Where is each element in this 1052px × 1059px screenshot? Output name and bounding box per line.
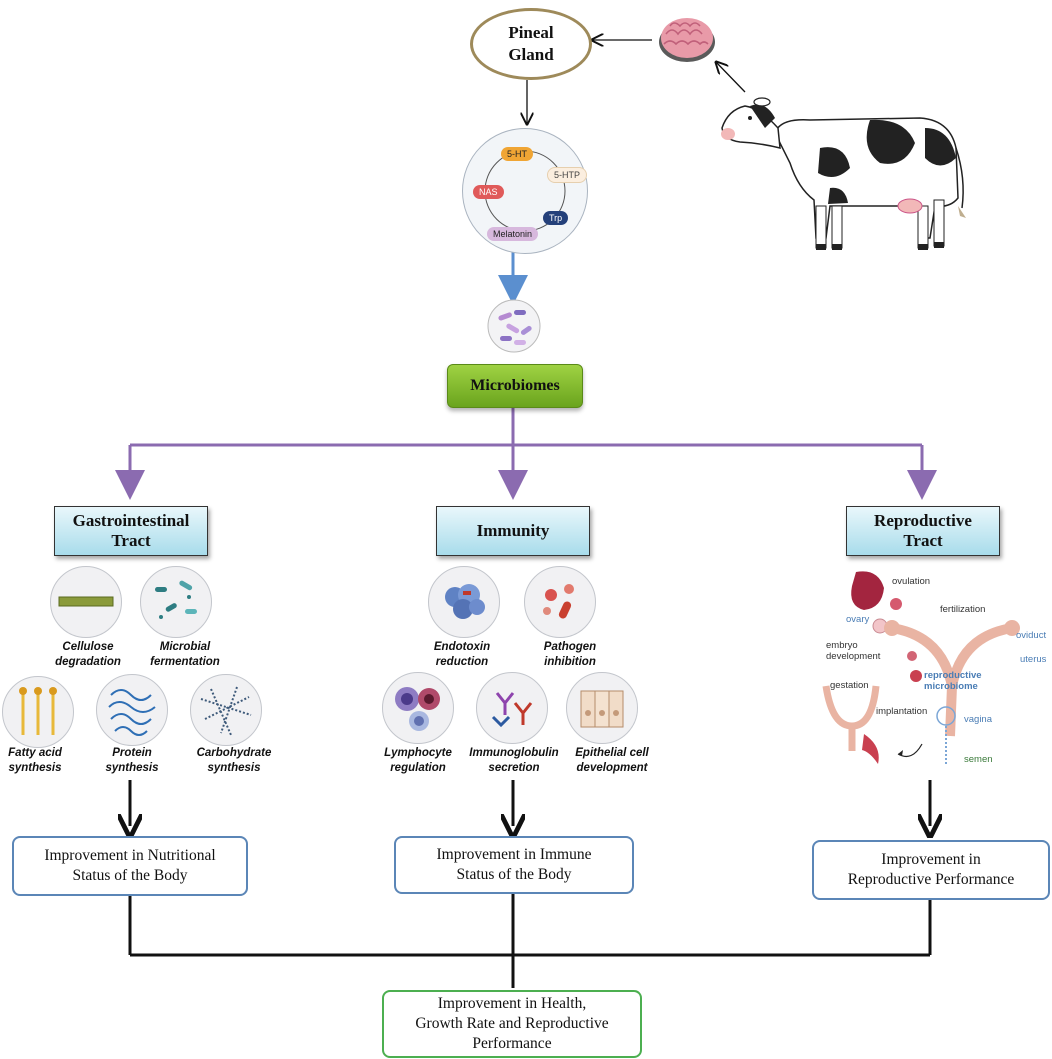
- reproductive-tract-icon: [822, 571, 1020, 766]
- immunoglobulin-circle: [476, 672, 548, 744]
- microbe-icon: [155, 580, 197, 619]
- cellulose-icon: [58, 596, 114, 607]
- result-reproductive: Improvement in Reproductive Performance: [812, 840, 1050, 900]
- label-gestation: gestation: [830, 680, 869, 691]
- cycle-melatonin: Melatonin: [487, 227, 539, 241]
- cellulose-circle: [50, 566, 122, 638]
- fatty-acid-circle: [2, 676, 74, 748]
- label-endotoxin: Endotoxin reduction: [433, 641, 491, 668]
- brain-icon: [659, 18, 715, 62]
- category-immunity: Immunity: [436, 506, 590, 556]
- cycle-5htp: 5-HTP: [547, 167, 588, 183]
- label-oviduct: oviduct: [1016, 630, 1047, 641]
- carbohydrate-circle: [190, 674, 262, 746]
- arrow-cow-to-brain: [716, 62, 746, 93]
- endotoxin-icon: [445, 584, 485, 619]
- label-lymphocyte: Lymphocyte regulation: [384, 747, 452, 774]
- carbohydrate-icon: [200, 686, 252, 736]
- endotoxin-circle: [428, 566, 500, 638]
- label-carbohydrate: Carbohydrate synthesis: [196, 747, 272, 774]
- label-protein: Protein synthesis: [105, 747, 159, 774]
- label-fertilization: fertilization: [940, 604, 986, 615]
- cycle-nas: NAS: [473, 185, 504, 199]
- cycle-5ht: 5-HT: [501, 147, 533, 161]
- label-vagina: vagina: [964, 714, 992, 725]
- label-ovary: ovary: [846, 614, 870, 625]
- label-implantation: implantation: [876, 706, 928, 717]
- pathogen-icon: [543, 584, 574, 619]
- label-microbial: Microbial fermentation: [150, 641, 220, 668]
- label-cellulose: Cellulose degradation: [55, 641, 121, 668]
- microbiomes-node: Microbiomes: [447, 364, 583, 408]
- immunoglobulin-icon: [491, 692, 533, 728]
- label-ovulation: ovulation: [892, 576, 931, 587]
- label-immunoglobulin: Immunoglobulin secretion: [469, 747, 559, 774]
- category-gastrointestinal: Gastrointestinal Tract: [54, 506, 208, 556]
- label-uterus: uterus: [1020, 654, 1047, 665]
- epithelial-icon: [580, 690, 624, 728]
- melatonin-cycle: 5-HT 5-HTP NAS Trp Melatonin: [462, 128, 588, 254]
- label-embryo: embryo development: [826, 640, 881, 662]
- result-nutritional: Improvement in Nutritional Status of the…: [12, 836, 248, 896]
- label-fatty-acid: Fatty acid synthesis: [8, 747, 62, 774]
- category-reproductive: Reproductive Tract: [846, 506, 1000, 556]
- microbial-circle: [140, 566, 212, 638]
- label-reproductive-microbiome: reproductive microbiome: [924, 670, 982, 692]
- lymphocyte-icon: [395, 687, 440, 731]
- fatty-acid-icon: [19, 687, 57, 735]
- bacteria-icon: [487, 299, 541, 353]
- epithelial-circle: [566, 672, 638, 744]
- cycle-trp: Trp: [543, 211, 569, 225]
- result-immune: Improvement in Immune Status of the Body: [394, 836, 634, 894]
- lymphocyte-circle: [382, 672, 454, 744]
- pineal-gland-node: Pineal Gland: [470, 8, 592, 80]
- label-pathogen: Pathogen inhibition: [543, 641, 597, 668]
- final-outcome: Improvement in Health, Growth Rate and R…: [382, 990, 642, 1058]
- protein-icon: [108, 689, 156, 736]
- label-semen: semen: [964, 754, 993, 765]
- label-epithelial: Epithelial cell development: [575, 747, 649, 774]
- protein-circle: [96, 674, 168, 746]
- cow-icon: [721, 97, 966, 250]
- pathogen-circle: [524, 566, 596, 638]
